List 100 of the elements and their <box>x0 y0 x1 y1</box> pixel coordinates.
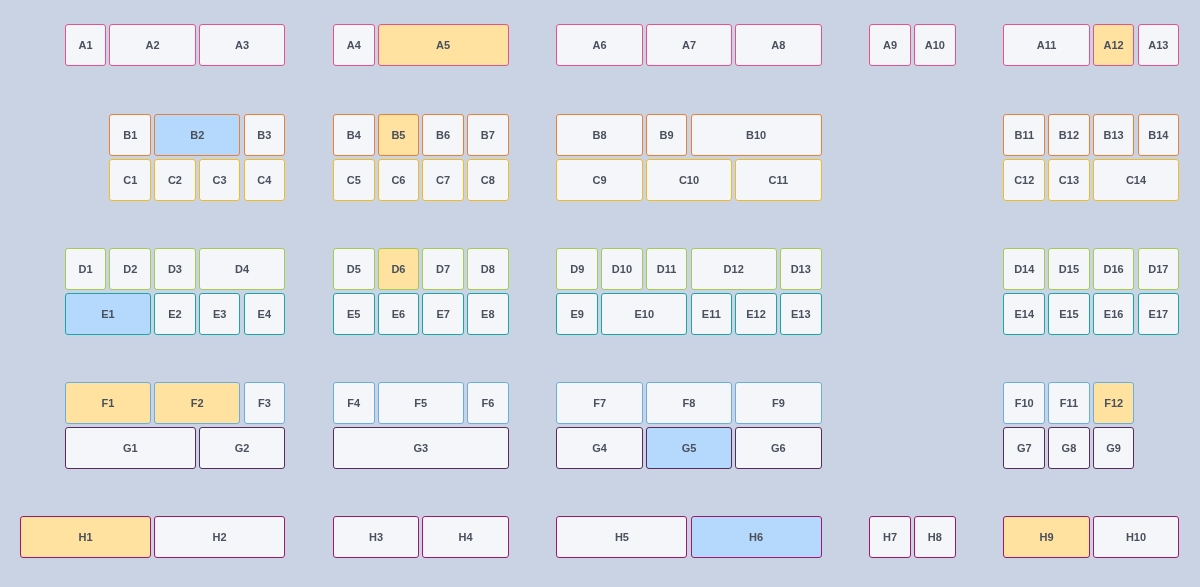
layout-block <box>243 114 286 156</box>
layout-block <box>377 382 464 424</box>
layout-block <box>64 293 152 335</box>
layout-block <box>377 24 509 66</box>
layout-block <box>64 427 196 469</box>
block-label: H2 <box>212 531 227 543</box>
layout-block <box>154 516 286 558</box>
layout-block <box>601 293 688 335</box>
layout-block <box>1048 293 1090 335</box>
layout-block <box>64 382 152 424</box>
block-label: F8 <box>682 397 696 409</box>
layout-block <box>422 293 464 335</box>
block-label: E6 <box>391 308 406 320</box>
layout-block <box>332 516 420 558</box>
layout-block <box>735 382 822 424</box>
layout-block <box>198 293 241 335</box>
block-label: G4 <box>592 442 607 454</box>
layout-block <box>690 114 822 156</box>
block-label: H6 <box>749 531 764 543</box>
block-label: B14 <box>1148 129 1169 141</box>
layout-block <box>556 516 688 558</box>
block-label: B1 <box>123 129 138 141</box>
block-label: C8 <box>480 174 495 186</box>
block-label: H4 <box>458 531 473 543</box>
layout-block <box>467 159 509 201</box>
block-label: A8 <box>771 39 786 51</box>
block-label: E11 <box>701 308 721 320</box>
layout-block <box>1092 114 1135 156</box>
block-label: B3 <box>257 129 272 141</box>
layout-block <box>1003 293 1046 335</box>
layout-block <box>1003 159 1046 201</box>
layout-block <box>1048 427 1090 469</box>
block-label: A6 <box>592 39 607 51</box>
block-label: D7 <box>436 263 451 275</box>
block-label: G3 <box>413 442 429 454</box>
layout-block <box>332 427 509 469</box>
block-label: E16 <box>1103 308 1124 320</box>
block-label: G6 <box>771 442 786 454</box>
block-label: E9 <box>570 308 584 320</box>
block-label: C14 <box>1125 174 1147 186</box>
block-label: F12 <box>1104 397 1124 409</box>
layout-block <box>198 248 286 290</box>
block-label: H1 <box>78 531 93 543</box>
block-label: B8 <box>592 129 607 141</box>
block-label: E15 <box>1059 308 1079 320</box>
block-label: A10 <box>924 39 945 51</box>
layout-block <box>467 382 509 424</box>
layout-block <box>645 382 733 424</box>
block-label: E10 <box>634 308 655 320</box>
block-label: F9 <box>771 397 785 409</box>
layout-block <box>20 516 152 558</box>
layout-block <box>243 159 286 201</box>
block-label: C7 <box>436 174 451 186</box>
layout-block <box>332 114 375 156</box>
block-label: E13 <box>790 308 811 320</box>
block-label: A13 <box>1148 39 1169 51</box>
block-label: E3 <box>212 308 227 320</box>
block-label: D11 <box>656 263 677 275</box>
layout-block <box>1092 159 1180 201</box>
block-label: D15 <box>1058 263 1080 275</box>
layout-block <box>1092 293 1135 335</box>
layout-block <box>109 159 152 201</box>
block-label: B4 <box>346 129 361 141</box>
layout-block <box>1092 427 1135 469</box>
layout-block <box>1092 516 1180 558</box>
layout-block <box>1003 24 1090 66</box>
block-label: E14 <box>1014 308 1034 320</box>
block-label: B6 <box>436 129 451 141</box>
block-label: A7 <box>681 39 696 51</box>
block-label: B7 <box>480 129 495 141</box>
layout-block <box>332 382 375 424</box>
layout-block <box>154 114 241 156</box>
block-label: D16 <box>1103 263 1124 275</box>
layout-block <box>154 159 196 201</box>
block-label: E8 <box>481 308 495 320</box>
layout-block <box>332 159 375 201</box>
block-label: H3 <box>369 531 384 543</box>
layout-block <box>109 248 152 290</box>
layout-block <box>690 248 777 290</box>
block-label: F11 <box>1059 397 1079 409</box>
block-label: D10 <box>611 263 633 275</box>
layout-block <box>556 24 643 66</box>
layout-block <box>1003 516 1090 558</box>
layout-block <box>109 24 196 66</box>
block-label: F2 <box>190 397 204 409</box>
layout-block <box>1003 248 1046 290</box>
block-label: F10 <box>1014 397 1034 409</box>
block-label: D12 <box>723 263 744 275</box>
block-label: D6 <box>391 263 406 275</box>
block-label: H8 <box>927 531 942 543</box>
block-label: D9 <box>570 263 585 275</box>
block-label: D4 <box>234 263 249 275</box>
block-label: B2 <box>190 129 205 141</box>
layout-block <box>332 248 375 290</box>
layout-block <box>914 516 956 558</box>
block-label: E4 <box>257 308 272 320</box>
block-label: G9 <box>1106 442 1121 454</box>
block-label: E5 <box>347 308 361 320</box>
block-label: G2 <box>234 442 250 454</box>
layout-block <box>1048 382 1090 424</box>
